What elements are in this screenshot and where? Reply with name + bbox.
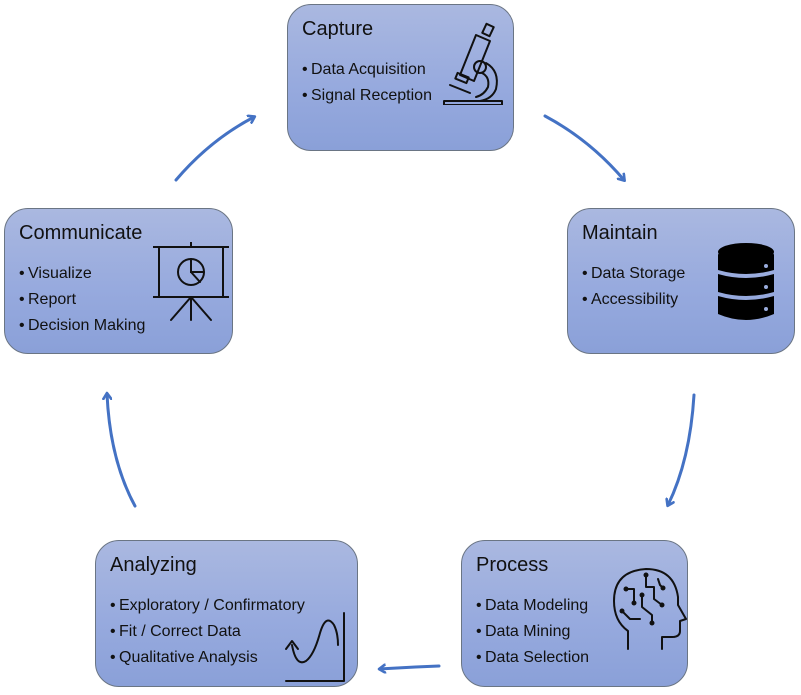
arrow-process-to-analyzing — [380, 666, 441, 669]
arrow-maintain-to-process — [668, 393, 696, 505]
bullet-item: •Data Acquisition — [302, 61, 426, 78]
bullet-item: •Data Mining — [476, 623, 571, 640]
bullet-item: •Data Storage — [582, 265, 686, 282]
stage-communicate: Communicate •Visualize •Report •Decision… — [4, 208, 233, 354]
bullet-item: •Decision Making — [19, 317, 146, 334]
stage-title: Capture — [302, 18, 374, 40]
bullet-list: •Visualize •Report •Decision Making — [19, 261, 145, 339]
stage-title: Maintain — [582, 222, 658, 244]
bullet-item: •Visualize — [19, 265, 92, 282]
bullet-item: •Qualitative Analysis — [110, 649, 258, 666]
bullet-item: •Data Selection — [476, 649, 590, 666]
stage-capture: Capture •Data Acquisition •Signal Recept… — [287, 4, 514, 151]
bullet-item: •Fit / Correct Data — [110, 623, 241, 640]
bullet-list: •Data Acquisition •Signal Reception — [302, 57, 432, 109]
stage-maintain: Maintain •Data Storage •Accessibility — [567, 208, 795, 354]
bullet-list: •Exploratory / Confirmatory •Fit / Corre… — [110, 593, 305, 671]
stage-analyzing: Analyzing •Exploratory / Confirmatory •F… — [95, 540, 358, 687]
presentation-board-icon — [153, 242, 229, 321]
arrow-analyzing-to-communicate — [107, 394, 137, 508]
stage-title: Communicate — [19, 222, 143, 244]
bullet-item: •Data Modeling — [476, 597, 589, 614]
curve-chart-icon — [285, 612, 345, 682]
stage-title: Analyzing — [110, 554, 197, 576]
arrow-communicate-to-capture — [174, 117, 254, 182]
bullet-item: •Report — [19, 291, 77, 308]
arrow-capture-to-maintain — [543, 114, 624, 180]
bullet-list: •Data Storage •Accessibility — [582, 261, 685, 313]
stage-process: Process •Data Modeling •Data Mining •Dat… — [461, 540, 688, 687]
microscope-icon — [443, 22, 503, 105]
bullet-item: •Accessibility — [582, 291, 679, 308]
bullet-item: •Signal Reception — [302, 87, 432, 104]
database-icon — [718, 243, 774, 320]
bullet-item: •Exploratory / Confirmatory — [110, 597, 305, 614]
stage-title: Process — [476, 554, 549, 576]
bullet-list: •Data Modeling •Data Mining •Data Select… — [476, 593, 589, 671]
ai-head-icon — [613, 568, 687, 650]
